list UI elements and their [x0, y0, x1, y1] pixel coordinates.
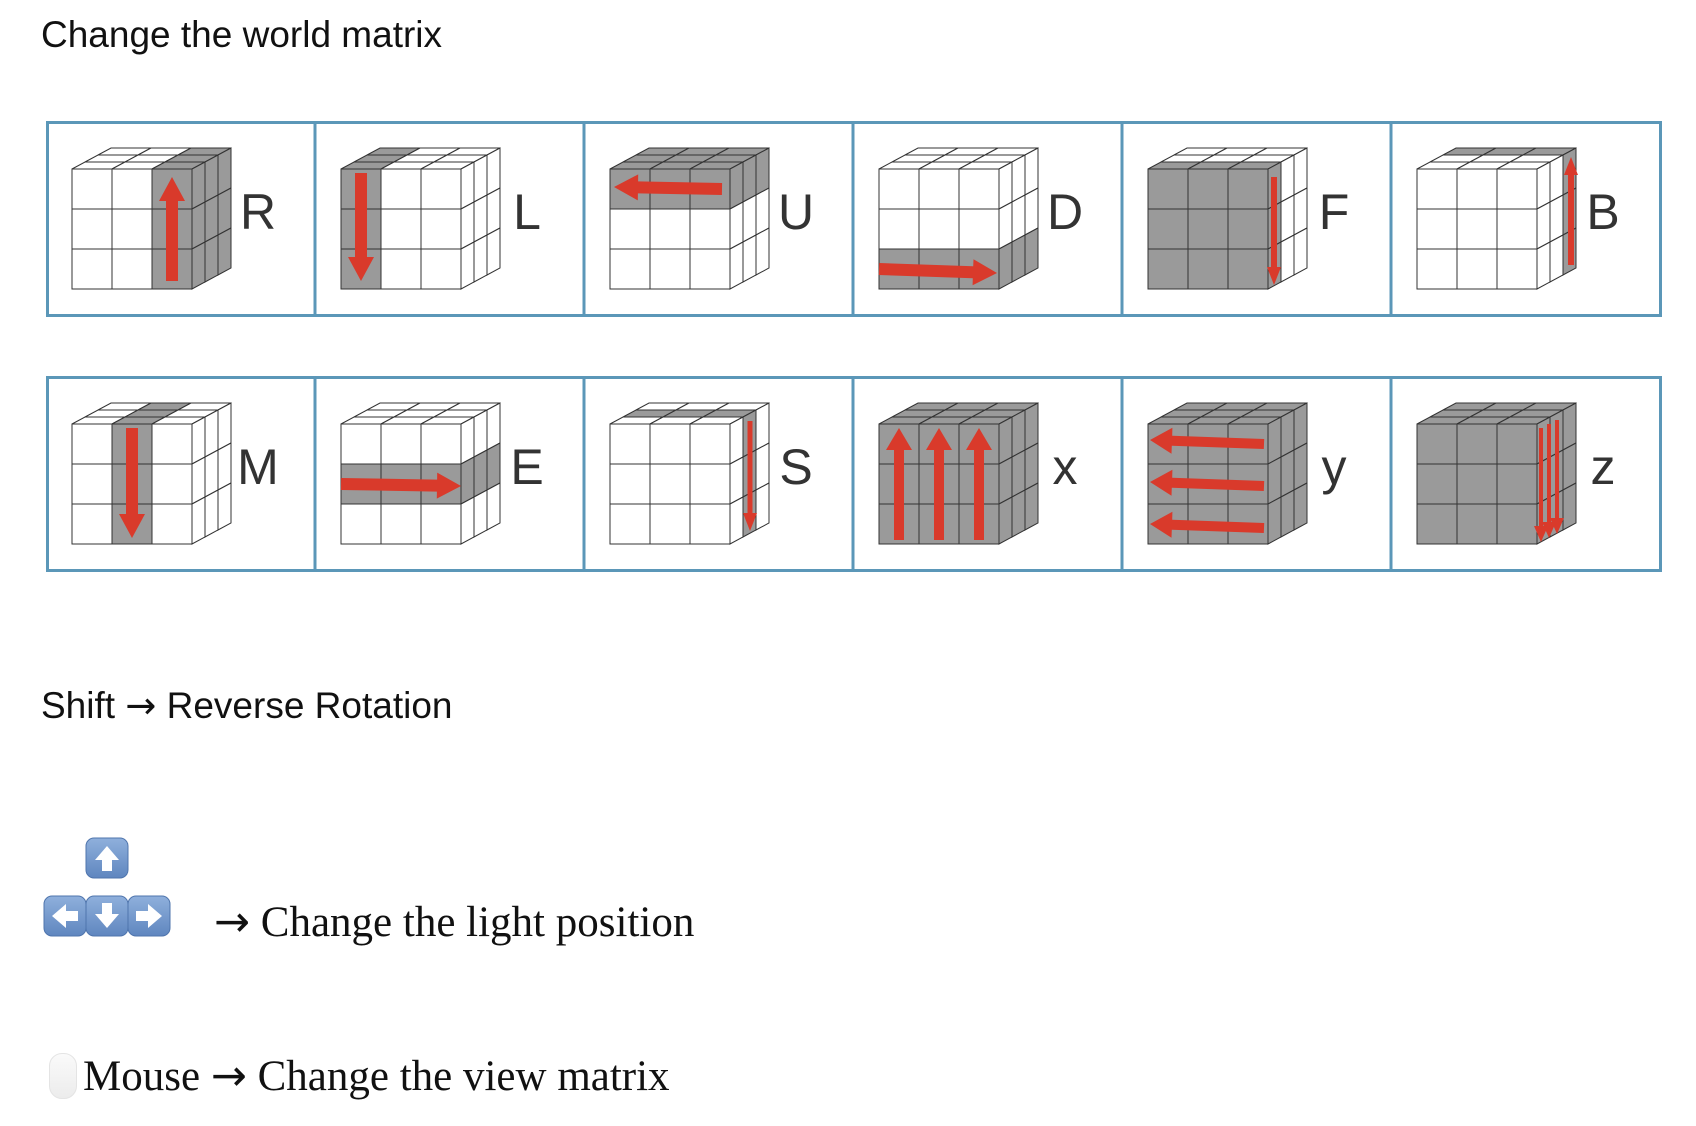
arrow-key-down-icon — [85, 895, 129, 937]
move-label: R — [240, 184, 276, 240]
rotation-arrow-icon — [743, 421, 757, 531]
mouse-icon — [49, 1053, 77, 1099]
arrow-key-right-icon — [127, 895, 171, 937]
light-instruction: → Change the light position — [214, 897, 694, 947]
page-heading: Change the world matrix — [41, 14, 443, 55]
rotate-cube-y-axis-icon — [1147, 402, 1308, 545]
rotation-arrow-icon — [1267, 177, 1281, 285]
shift-instruction: Shift → Reverse Rotation — [41, 684, 453, 727]
rotation-arrow-icon — [878, 259, 997, 286]
rotation-arrow-icon — [1564, 157, 1578, 265]
rotate-down-layer-right-icon — [878, 147, 1039, 290]
light-arrow: → — [214, 897, 251, 947]
move-cell-B: B — [1389, 121, 1620, 317]
move-cell-y: y — [1120, 376, 1347, 572]
rotation-arrow-icon — [159, 177, 185, 281]
rotation-arrow-icon — [119, 428, 145, 538]
rotation-arrow-icon — [1150, 427, 1265, 454]
rotate-back-face-icon — [1416, 147, 1578, 290]
rotation-arrow-icon — [926, 428, 952, 540]
rotate-cube-x-axis-icon — [878, 402, 1039, 545]
move-label: x — [1053, 439, 1078, 495]
move-cell-x: x — [851, 376, 1078, 572]
rotate-front-face-clockwise-icon — [1147, 147, 1308, 290]
light-text: Change the light position — [260, 899, 695, 946]
mouse-key-label: Mouse — [83, 1053, 201, 1100]
shift-key-label: Shift — [41, 685, 116, 726]
rotate-left-layer-down-icon — [340, 147, 501, 290]
move-label: F — [1319, 184, 1350, 240]
rotate-middle-slice-down-icon — [71, 402, 232, 545]
rotation-arrow-icon — [1550, 420, 1564, 534]
rotation-arrow-icon — [1542, 424, 1556, 538]
arrow-key-left-icon — [43, 895, 87, 937]
move-cell-F: F — [1120, 121, 1350, 317]
move-label: D — [1047, 184, 1083, 240]
move-cell-U: U — [582, 121, 814, 317]
arrow-key-up-icon — [85, 837, 129, 879]
move-label: M — [237, 439, 279, 495]
move-cell-R: R — [71, 147, 276, 290]
move-label: L — [513, 184, 541, 240]
rotate-right-layer-up-icon — [71, 147, 232, 290]
move-label: S — [779, 439, 812, 495]
move-cell-E: E — [313, 376, 544, 572]
move-cell-S: S — [582, 376, 813, 572]
rotation-arrow-icon — [1150, 511, 1265, 538]
mouse-text: Change the view matrix — [257, 1053, 670, 1100]
move-cell-D: D — [851, 121, 1083, 317]
shift-arrow: → — [125, 684, 157, 727]
move-label: B — [1586, 184, 1619, 240]
move-cell-L: L — [313, 121, 541, 317]
move-cell-z: z — [1389, 376, 1616, 572]
mouse-arrow: → — [210, 1051, 247, 1101]
rotate-cube-z-axis-icon — [1416, 402, 1577, 545]
rotation-arrow-icon — [1150, 469, 1265, 496]
move-label: y — [1322, 439, 1347, 495]
mouse-instruction: Mouse → Change the view matrix — [49, 1051, 670, 1101]
rotate-up-layer-left-icon — [609, 147, 770, 290]
move-label: U — [778, 184, 814, 240]
move-cell-M: M — [71, 402, 279, 545]
rotate-standing-slice-icon — [609, 402, 770, 545]
arrow-keys-icon — [42, 836, 174, 940]
shift-text: Reverse Rotation — [166, 685, 453, 726]
rotation-arrow-icon — [1534, 428, 1548, 542]
move-label: z — [1591, 439, 1616, 495]
rotation-arrow-icon — [340, 472, 461, 499]
move-label: E — [510, 439, 543, 495]
rotation-arrow-icon — [614, 174, 723, 201]
rotate-equator-slice-right-icon — [340, 402, 501, 545]
rotation-arrow-icon — [348, 173, 374, 281]
rotation-arrow-icon — [886, 428, 912, 540]
rotation-arrow-icon — [966, 428, 992, 540]
